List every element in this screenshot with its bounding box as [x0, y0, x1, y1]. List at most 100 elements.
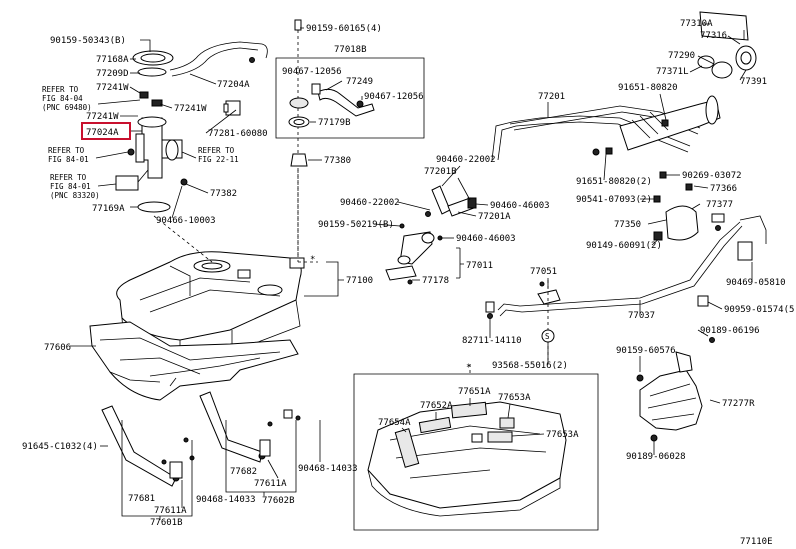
- label-77024a[interactable]: 77024A: [86, 128, 119, 138]
- pump-fuel-line-part: [169, 41, 268, 71]
- tank-pads-leaders: [401, 398, 545, 437]
- label-77611a-2[interactable]: 77611A: [254, 479, 287, 489]
- fuel-cap-ring-part: [697, 55, 715, 69]
- filler-neck-part: [619, 99, 721, 151]
- label-77601b[interactable]: 77601B: [150, 518, 183, 528]
- label-77179b[interactable]: 77179B: [318, 118, 351, 128]
- label-77316[interactable]: 77316: [700, 31, 727, 41]
- label-77366[interactable]: 77366: [710, 184, 737, 194]
- label-90460-22002-b[interactable]: 90460-22002: [340, 198, 400, 208]
- label-77100[interactable]: 77100: [346, 276, 373, 286]
- label-90467-12056-b[interactable]: 90467-12056: [364, 92, 424, 102]
- evap-parts-group: [497, 183, 767, 317]
- label-90149-60091[interactable]: 90149-60091(2): [586, 241, 662, 251]
- label-91651-80820-a[interactable]: 91651-80820: [618, 83, 678, 93]
- label-90959-01574[interactable]: 90959-01574(5): [724, 305, 796, 315]
- label-82711-14110[interactable]: 82711-14110: [462, 336, 522, 346]
- label-77653a-2[interactable]: 77653A: [546, 430, 579, 440]
- label-77380[interactable]: 77380: [324, 156, 351, 166]
- label-77602b[interactable]: 77602B: [262, 496, 295, 506]
- fuel-gauge-sender-part: [537, 289, 561, 305]
- label-77290[interactable]: 77290: [668, 51, 695, 61]
- refer-22-11-line2: FIG 22-11: [198, 155, 239, 164]
- label-90460-46003-a[interactable]: 90460-46003: [490, 201, 550, 211]
- label-90189-06196[interactable]: 90189-06196: [700, 326, 760, 336]
- highlight-box-77024a: [81, 122, 131, 140]
- label-77201b[interactable]: 77201B: [424, 167, 457, 177]
- label-77281-60080[interactable]: 77281-60080: [208, 129, 268, 139]
- fuel-cap-group: [697, 11, 757, 79]
- label-77201a[interactable]: 77201A: [478, 212, 511, 222]
- label-77310a[interactable]: 77310A: [680, 19, 713, 29]
- label-77204a[interactable]: 77204A: [217, 80, 250, 90]
- label-90460-22002-a[interactable]: 90460-22002: [436, 155, 496, 165]
- filler-leaders: [70, 102, 549, 347]
- label-90159-60165[interactable]: 90159-60165(4): [306, 24, 382, 34]
- label-77651a[interactable]: 77651A: [458, 387, 491, 397]
- refer-84-01b-line3: (PNC 83320): [50, 191, 100, 200]
- label-77277r[interactable]: 77277R: [722, 399, 755, 409]
- label-77011[interactable]: 77011: [466, 261, 493, 271]
- pump-leader-lines: [95, 39, 237, 219]
- label-77606[interactable]: 77606: [44, 343, 71, 353]
- tank-pad-77654a: [394, 428, 420, 468]
- star-marker-b: *: [466, 363, 471, 373]
- label-77391[interactable]: 77391: [740, 77, 767, 87]
- label-90541-07093[interactable]: 90541-07093(2): [576, 195, 652, 205]
- label-90189-06028[interactable]: 90189-06028: [626, 452, 686, 462]
- label-77654a[interactable]: 77654A: [378, 418, 411, 428]
- fuel-hose-a-part: [431, 185, 451, 215]
- label-90460-46003-b[interactable]: 90460-46003: [456, 234, 516, 244]
- label-77350[interactable]: 77350: [614, 220, 641, 230]
- label-90468-14033-b[interactable]: 90468-14033: [196, 495, 256, 505]
- diagram-id: 77110E: [740, 537, 773, 547]
- label-90269-03072[interactable]: 90269-03072: [682, 171, 742, 181]
- label-90159-50219[interactable]: 90159-50219(B): [318, 220, 394, 230]
- label-91645-c1032[interactable]: 91645-C1032(4): [22, 442, 98, 452]
- tank-pad-77653a-2: [487, 431, 513, 443]
- refer-84-01b-line1: REFER TO: [50, 173, 87, 182]
- label-77653a-1[interactable]: 77653A: [498, 393, 531, 403]
- refer-84-04-line1: REFER TO: [42, 85, 79, 94]
- label-77611a-1[interactable]: 77611A: [154, 506, 187, 516]
- fuel-pump-assembly-group: [115, 41, 268, 213]
- tank-strap-rear: [199, 391, 263, 463]
- vapor-tube-part: [739, 215, 767, 244]
- label-77241w-2[interactable]: 77241W: [174, 104, 207, 114]
- strap-leaders: [100, 420, 321, 520]
- label-77169a[interactable]: 77169A: [92, 204, 125, 214]
- tank-straps-group: [101, 391, 301, 487]
- label-90469-05810[interactable]: 90469-05810: [726, 278, 786, 288]
- vent-valve-box-frame: [275, 57, 425, 139]
- label-77037[interactable]: 77037: [628, 311, 655, 321]
- label-91651-80820-b[interactable]: 91651-80820(2): [576, 177, 652, 187]
- label-93568-55016[interactable]: 93568-55016(2): [492, 361, 568, 371]
- tank-protector-group: [89, 321, 299, 401]
- label-77051[interactable]: 77051: [530, 267, 557, 277]
- label-77682[interactable]: 77682: [230, 467, 257, 477]
- label-90159-50343[interactable]: 90159-50343(B): [50, 36, 126, 46]
- label-77652a[interactable]: 77652A: [420, 401, 453, 411]
- tank-pad-77651a: [450, 401, 488, 419]
- label-77371l[interactable]: 77371L: [656, 67, 689, 77]
- refer-22-11-line1: REFER TO: [198, 146, 235, 155]
- heat-protector-group: [636, 351, 703, 442]
- label-77209d[interactable]: 77209D: [96, 69, 129, 79]
- grommet-part: [289, 97, 309, 109]
- label-90468-14033-a[interactable]: 90468-14033: [298, 464, 358, 474]
- label-77249[interactable]: 77249: [346, 77, 373, 87]
- tank-pads-labels: 77651A 77652A 77653A 77654A 77653A: [378, 387, 579, 440]
- label-90466-10003[interactable]: 90466-10003: [156, 216, 216, 226]
- label-77201[interactable]: 77201: [538, 92, 565, 102]
- label-77018b[interactable]: 77018B: [334, 45, 367, 55]
- label-77241w-1[interactable]: 77241W: [96, 83, 129, 93]
- label-77377[interactable]: 77377: [706, 200, 733, 210]
- label-77241w-3[interactable]: 77241W: [86, 112, 119, 122]
- label-77178[interactable]: 77178: [422, 276, 449, 286]
- label-77168a[interactable]: 77168A: [96, 55, 129, 65]
- pump-gasket-part: [137, 67, 167, 77]
- label-90467-12056-a[interactable]: 90467-12056: [282, 67, 342, 77]
- label-77382[interactable]: 77382: [210, 189, 237, 199]
- label-90159-60576[interactable]: 90159-60576: [616, 346, 676, 356]
- label-77681[interactable]: 77681: [128, 494, 155, 504]
